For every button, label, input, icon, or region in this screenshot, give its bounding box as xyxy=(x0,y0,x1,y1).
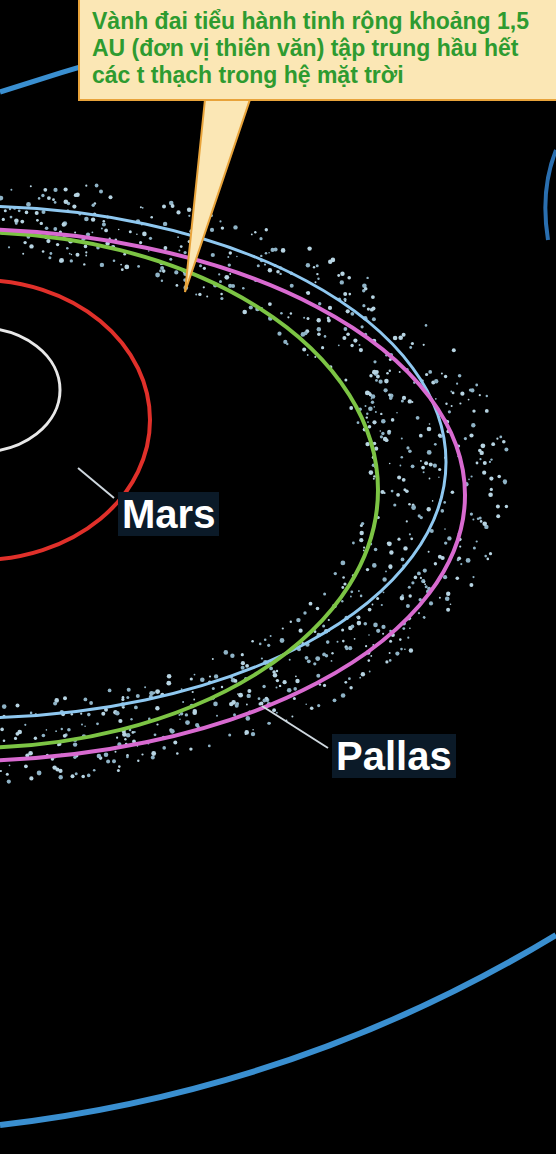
asteroid-label: Pallas xyxy=(332,734,456,778)
leader-line xyxy=(78,468,114,498)
earth-orbit xyxy=(0,328,60,452)
callout-text: Vành đai tiểu hành tinh rộng khoảng 1,5 … xyxy=(92,8,540,89)
leader-line xyxy=(262,706,328,748)
outer-orbit xyxy=(0,935,556,1125)
callout-box: Vành đai tiểu hành tinh rộng khoảng 1,5 … xyxy=(78,0,556,101)
pallas-orbit xyxy=(0,229,465,761)
asteroid-belt xyxy=(0,184,508,784)
outer-orbit xyxy=(545,150,556,240)
callout-tail xyxy=(185,99,250,292)
planet-label: Mars xyxy=(118,492,219,536)
